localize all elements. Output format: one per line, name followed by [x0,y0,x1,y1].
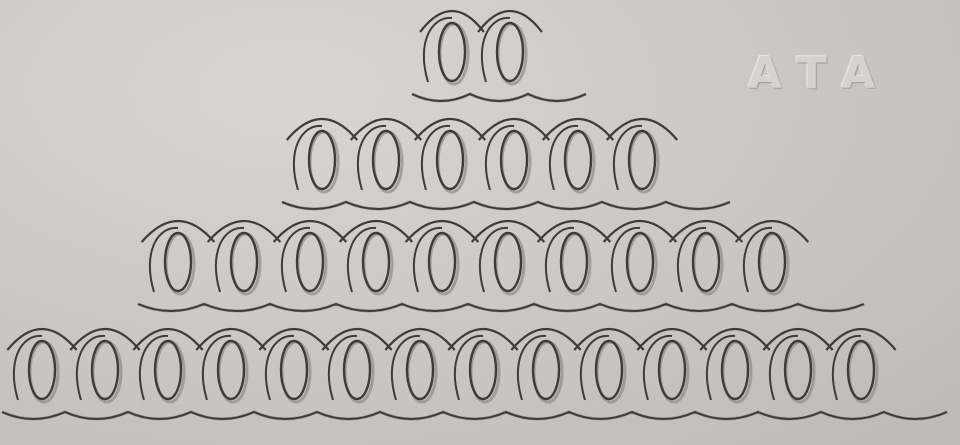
stitch-loop [231,233,257,291]
stitch-loop [659,341,685,399]
stitch-arch [385,329,454,350]
stitch-arch [574,329,643,350]
stitch-loop [596,341,622,399]
stitch-loop [344,341,370,399]
stitch-arch [415,119,485,140]
stitch-loop [309,131,335,189]
stitch-arch [478,11,542,32]
stitch-arch [736,221,809,242]
stitch-arch [543,119,613,140]
stitch-loop [218,341,244,399]
stitch-loop [848,341,874,399]
corner-embossed-text: ATA [748,48,893,99]
stitch-arch [448,329,517,350]
stitch-loop [165,233,191,291]
stitch-arch [340,221,413,242]
stitch-arch [420,11,484,32]
stitch-arch [604,221,677,242]
stitch-loop [407,341,433,399]
stitch-arch [7,329,76,350]
stitch-loop [693,233,719,291]
stitch-arch [133,329,202,350]
stitch-arch [322,329,391,350]
stitch-arch [538,221,611,242]
stitch-loop [363,233,389,291]
stitch-arch [142,221,215,242]
stitch-loop [565,131,591,189]
stitch-loop [470,341,496,399]
stitch-loop [29,341,55,399]
stitch-loop [785,341,811,399]
stitch-loop [92,341,118,399]
stitch-loop [629,131,655,189]
stitch-loop [297,233,323,291]
stitch-loop [439,23,465,81]
stitch-arch [196,329,265,350]
stitch-loop [155,341,181,399]
stitch-arch [406,221,479,242]
stitch-loop [501,131,527,189]
stitch-loop [722,341,748,399]
stitch-arch [287,119,357,140]
stitch-arch [637,329,706,350]
stitch-loop [373,131,399,189]
stitch-arch [70,329,139,350]
stitch-loop [561,233,587,291]
stitch-arch [763,329,832,350]
stitch-arch [259,329,328,350]
stitch-arch [826,329,895,350]
stitch-arch [511,329,580,350]
stitch-arch [607,119,677,140]
stitch-arch [351,119,421,140]
stitch-arch [208,221,281,242]
stitch-loop [281,341,307,399]
stitch-loop [437,131,463,189]
stitch-loop [533,341,559,399]
stitch-arch [472,221,545,242]
stitch-loop [627,233,653,291]
stitch-loop [497,23,523,81]
stitch-loop [759,233,785,291]
stitch-loop [429,233,455,291]
stitch-arch [274,221,347,242]
stitch-loop [495,233,521,291]
stitch-arch [700,329,769,350]
stitch-arch [670,221,743,242]
stitch-arch [479,119,549,140]
